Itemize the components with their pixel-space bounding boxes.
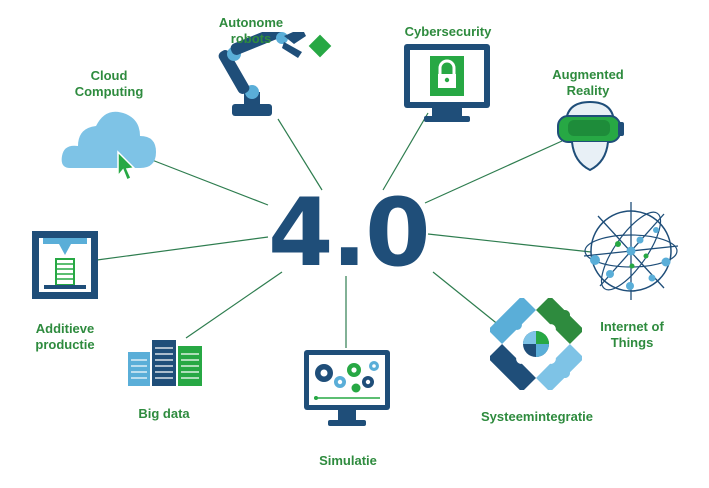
center-title: 4.0 [268,179,431,288]
server-rack-icon [128,340,202,386]
label-cloud-computing: Cloud Computing [74,68,144,99]
monitor-lock-icon [404,44,490,122]
network-globe-icon [583,202,679,300]
label-augmented-reality: Augmented Reality [552,67,624,98]
robot-arm-icon [218,32,332,116]
connector-augmented-reality [424,140,563,204]
cloud-icon [61,111,156,182]
puzzle-icon [490,298,582,390]
label-additieve-productie: Additieve productie [35,321,95,352]
connector-internet-of-things [427,233,592,253]
3d-printer-icon [32,231,98,299]
monitor-gears-icon [304,350,390,426]
connector-additieve-productie [96,236,269,261]
connector-systeemintegratie [432,271,506,331]
label-systeemintegratie: Systeemintegratie [481,409,593,424]
label-big-data: Big data [138,406,190,421]
connector-autonome-robots [277,118,323,191]
label-cybersecurity: Cybersecurity [404,24,492,39]
connector-cloud-computing [151,159,269,206]
connector-big-data [185,271,283,339]
label-internet-of-things: Internet of Things [600,319,664,350]
vr-headset-icon [557,100,624,172]
label-autonome-robots: Autonome robots [218,15,284,46]
label-simulatie: Simulatie [319,453,377,468]
connector-cybersecurity [382,112,429,191]
